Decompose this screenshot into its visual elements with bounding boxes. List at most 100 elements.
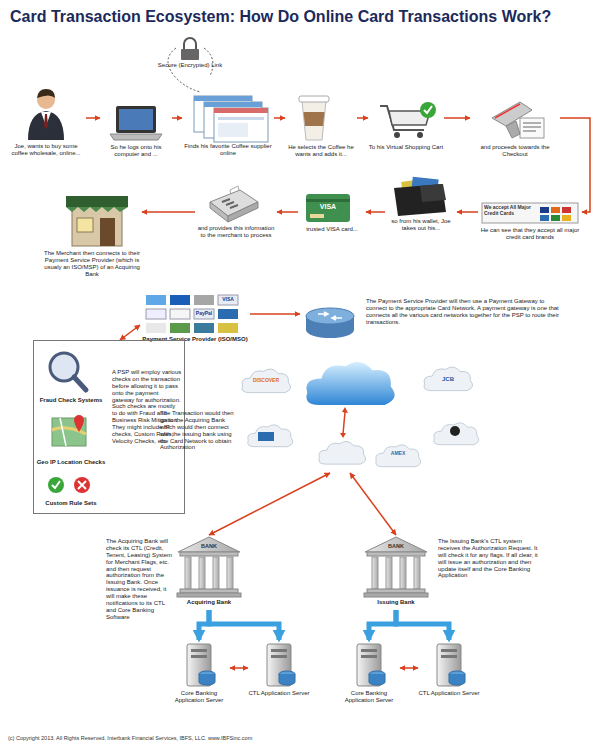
card-sign-icon-part [551,207,560,213]
router-icon [306,308,354,338]
note-label: VISA [306,203,350,211]
laptop-icon [110,106,162,140]
scanner-icon-part [495,104,520,118]
fraud-check-icons-part [74,377,86,390]
card-network-clouds-part [340,407,348,438]
flow-arrow [457,211,478,213]
step-box: He selects the Coffee he wants and adds … [285,95,357,168]
node-text: so from his wallet, Joe takes out his... [385,218,457,232]
server-icon-part [437,644,465,686]
step-box: He can see that they accept all major cr… [478,200,582,260]
server-icon-part [267,644,295,686]
visa-card-icon [306,194,350,222]
node-text: Issuing Bank [365,599,427,606]
card-network-clouds [242,362,479,467]
server-box: CTL Application Server [248,640,310,710]
psp-logo-grid-part [170,323,190,333]
store-icon-part [100,218,115,246]
shopping-cart-icon-part [394,132,400,138]
node-text: Custom Rule Sets [36,500,106,507]
lock-icon-part [184,38,196,50]
fraud-check-icons [48,353,90,493]
browser-icon-part [218,117,264,120]
node-text: To his Virtual Shopping Cart [368,144,444,151]
psp-logo-grid-part [170,295,190,305]
coffee-cup-icon-part [299,96,329,102]
flow-arrow [209,610,279,640]
step-box: so from his wallet, Joe takes out his... [385,178,457,250]
browser-icon-part [214,108,268,113]
check-box: Geo IP Location Checks [36,411,106,469]
note-label: JCB [428,376,468,383]
step-box: trusted VISA card... [298,190,366,250]
laptop-icon-part [119,109,153,130]
wallet-icon-part [420,184,446,202]
visa-card-icon-part [310,214,324,218]
store-icon-part [77,218,93,232]
psp-logo-grid [146,295,238,333]
psp-logo-grid-part [146,295,166,305]
scanner-icon-part [506,121,520,138]
card-network-clouds-part [319,441,366,464]
network-box: The Transaction would then go to the Acq… [158,358,488,473]
step-box: To his Virtual Shopping Cart [368,98,444,168]
node-text: So he logs onto his computer and ... [100,144,172,158]
browser-icon [194,96,268,142]
shopping-cart-icon-part [424,106,432,113]
fraud-check-icons-part [48,477,64,493]
fraud-check-icons-part [74,415,84,432]
flow-arrow [142,211,195,213]
server-box: Core Banking Application Server [168,640,230,710]
browser-icon-part [214,108,268,142]
wallet-icon-part [394,184,446,216]
fraud-check-icons-part [52,481,60,488]
person-icon-part [44,114,48,129]
card-terminal-icon [210,186,258,222]
flow-arrow [120,325,140,340]
card-sign-icon-part [562,207,571,213]
person-icon-part [28,111,64,140]
card-terminal-icon-part [228,202,258,222]
bank-icon [177,537,428,597]
node-text: Acquiring Bank [178,599,240,606]
card-sign-icon-part [540,207,549,213]
lock-icon-part [181,49,199,60]
store-icon-part [66,196,128,207]
server-icon-part [187,644,215,686]
card-network-clouds-part [248,425,293,447]
card-sign-icon [482,203,578,223]
flow-arrow [560,118,590,212]
note-label: VISA [218,297,238,303]
bank-box: BANKAcquiring Bank [178,535,240,610]
fraud-check-icons-part [60,418,66,446]
node-text: The Merchant then connects to their Paym… [42,250,142,278]
node-text: and proceeds towards the Checkout [470,144,560,158]
flow-arrow [369,610,396,640]
merchant-box: The Merchant then connects to their Paym… [42,192,142,287]
scanner-icon-part [523,123,541,131]
card-sign-icon-part [562,215,571,221]
psp-logo-grid-part [146,323,166,333]
browser-icon-part [204,102,262,107]
flow-arrow [250,313,300,315]
note-label: (c) Copyright 2013. All Rights Reserved.… [8,735,568,741]
card-terminal-icon-part [210,202,228,222]
card-sign-icon-part [551,215,560,221]
title: Card Transaction Ecosystem: How Do Onlin… [10,8,590,26]
note-label: The Acquiring Bank will check its CTL (C… [106,538,174,621]
coffee-cup-icon [299,96,329,140]
server-icon [187,644,465,686]
node-text: Geo IP Location Checks [36,459,106,466]
card-terminal-icon-part [222,199,238,208]
laptop-icon-part [110,134,162,140]
note-label: Secure (Encrypted) Link [150,62,230,69]
scanner-icon-part [520,118,544,138]
card-network-clouds-part [424,367,473,391]
server-box: CTL Application Server [418,640,480,710]
psp-logo-grid-part [194,295,214,305]
server-box: Core Banking Application Server [338,640,400,710]
card-network-clouds-part [306,362,394,405]
flow-arrow [350,473,396,535]
